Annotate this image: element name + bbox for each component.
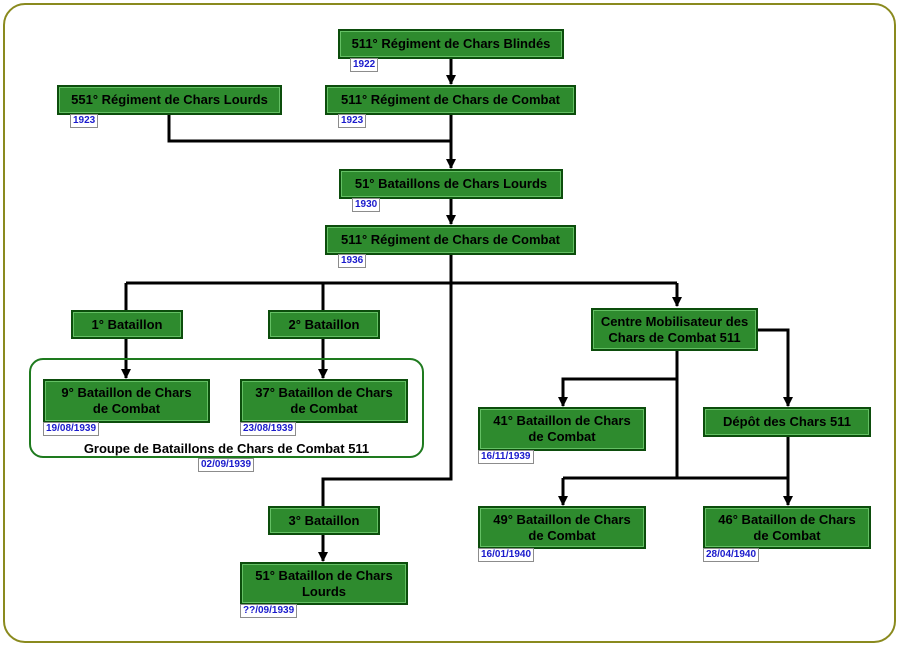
node-bataillon-1: 1° Bataillon <box>71 310 183 339</box>
node-bcc-41: 41° Bataillon de Chars de Combat <box>478 407 646 451</box>
edge-cm-to-bcc41 <box>558 377 677 407</box>
group-box <box>29 358 424 458</box>
node-bcc-46: 46° Bataillon de Chars de Combat <box>703 506 871 549</box>
group-label: Groupe de Bataillons de Chars de Combat … <box>83 441 370 456</box>
date-bcl-51: 1930 <box>352 198 381 212</box>
edge-cm-to-depot <box>758 328 793 407</box>
node-bcc-37: 37° Bataillon de Chars de Combat <box>240 379 408 423</box>
node-bataillon-2: 2° Bataillon <box>268 310 380 339</box>
date-rcc-1936: 1936 <box>338 254 367 268</box>
node-centre-mobilisateur: Centre Mobilisateur des Chars de Combat … <box>591 308 758 351</box>
date-bcl-51-1939: ??/09/1939 <box>240 604 298 618</box>
group-date: 02/09/1939 <box>198 458 255 472</box>
date-bcc-49: 16/01/1940 <box>478 548 535 562</box>
node-bcc-49: 49° Bataillon de Chars de Combat <box>478 506 646 549</box>
node-rcl-551: 551° Régiment de Chars Lourds <box>57 85 282 115</box>
date-bcc-41: 16/11/1939 <box>478 450 534 464</box>
node-rcc-1923: 511° Régiment de Chars de Combat <box>325 85 576 115</box>
node-rcc-1936: 511° Régiment de Chars de Combat <box>325 225 576 255</box>
date-bcc-46: 28/04/1940 <box>703 548 760 562</box>
edge-rcl-to-bcl <box>167 114 451 143</box>
date-rcl-551: 1923 <box>70 114 99 128</box>
node-bcl-51: 51° Bataillons de Chars Lourds <box>339 169 563 199</box>
edge-to-bat3 <box>321 283 453 506</box>
date-bcc-9: 19/08/1939 <box>43 422 100 436</box>
node-bataillon-3: 3° Bataillon <box>268 506 380 535</box>
node-bcc-9: 9° Bataillon de Chars de Combat <box>43 379 210 423</box>
date-rcb-1922: 1922 <box>350 58 379 72</box>
node-depot: Dépôt des Chars 511 <box>703 407 871 437</box>
node-bcl-51-1939: 51° Bataillon de Chars Lourds <box>240 562 408 605</box>
node-rcb-1922: 511° Régiment de Chars Blindés <box>338 29 564 59</box>
date-bcc-37: 23/08/1939 <box>240 422 297 436</box>
date-rcc-1923: 1923 <box>338 114 367 128</box>
